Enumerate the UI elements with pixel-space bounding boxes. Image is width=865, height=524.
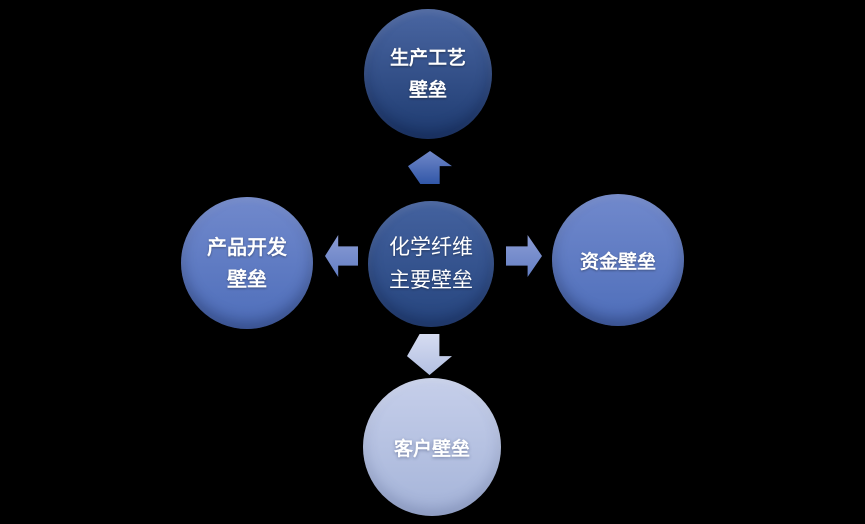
- node-capital-barrier: 资金壁垒: [552, 194, 684, 326]
- node-label: 客户壁垒: [393, 437, 470, 460]
- arrow-left-icon: [325, 235, 358, 277]
- node-label: 壁垒: [227, 267, 267, 291]
- node-production-process-barrier: 生产工艺 壁垒: [364, 9, 492, 139]
- node-label: 产品开发: [207, 235, 287, 259]
- node-label: 化学纤维: [389, 235, 473, 259]
- arrow-right-icon: [506, 235, 542, 277]
- node-label: 主要壁垒: [389, 268, 473, 292]
- node-customer-barrier: 客户壁垒: [363, 378, 501, 516]
- node-product-development-barrier: 产品开发 壁垒: [181, 197, 313, 329]
- node-label: 生产工艺: [389, 47, 466, 69]
- node-label: 资金壁垒: [579, 250, 656, 273]
- arrow-down-icon: [407, 334, 452, 375]
- node-label: 壁垒: [408, 79, 447, 101]
- node-center-main-barriers: 化学纤维 主要壁垒: [368, 201, 494, 327]
- arrow-up-icon: [408, 151, 452, 184]
